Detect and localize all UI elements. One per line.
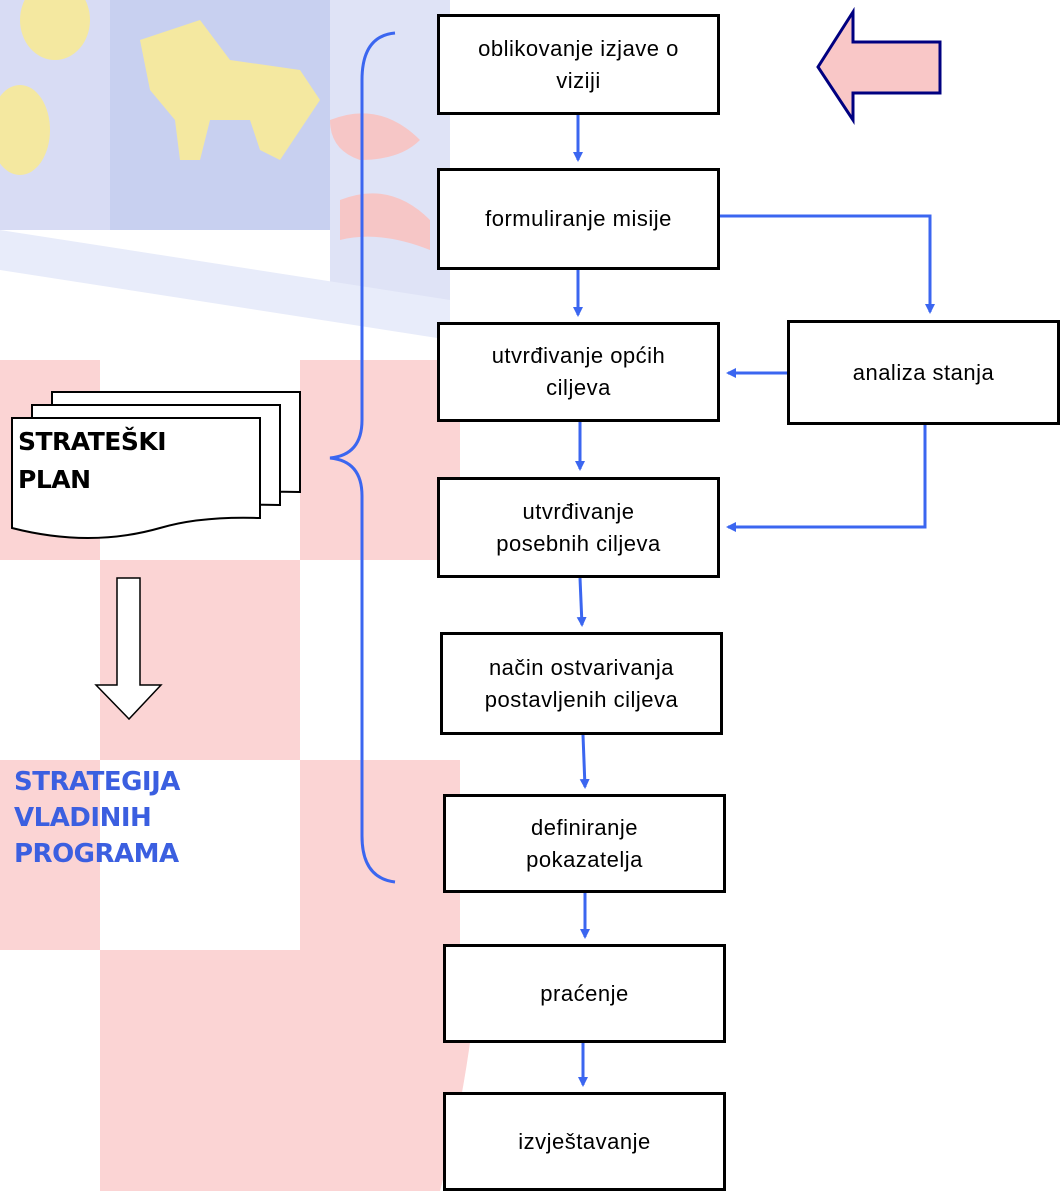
mask-shape-icon <box>20 0 90 60</box>
checker-red <box>300 360 460 560</box>
box-analiza-stanja: analiza stanja <box>787 320 1060 425</box>
strateski-plan-label: STRATEŠKI PLAN <box>18 427 167 494</box>
checker-red <box>300 760 460 950</box>
connector-posebni-nacin <box>576 577 587 627</box>
wave-shape-icon <box>330 113 420 160</box>
connector-nacin-pokazatelji <box>579 734 590 789</box>
box-nacin-ostvarivanja: način ostvarivanja postavljenih ciljeva <box>440 632 723 735</box>
goat-shape-icon <box>140 20 320 160</box>
strategija-label: STRATEGIJA VLADINIH PROGRAMA <box>14 767 180 869</box>
checker-red <box>0 760 100 950</box>
box-posebni-ciljevi: utvrđivanje posebnih ciljeva <box>437 477 720 578</box>
down-arrow-icon <box>94 577 163 721</box>
strateski-plan-document-icon <box>11 391 301 539</box>
box-vizija: oblikovanje izjave o viziji <box>437 14 720 115</box>
mask-shape-icon-2 <box>0 85 50 175</box>
connector-analiza-posebni <box>726 425 927 532</box>
checker-red <box>100 950 300 1191</box>
box-opci-ciljevi: utvrđivanje općih ciljeva <box>437 322 720 422</box>
box-pracenje: praćenje <box>443 944 726 1043</box>
connector-misija-analiza <box>719 214 935 314</box>
left-arrow-icon <box>816 6 942 125</box>
curly-brace <box>329 31 396 884</box>
crown-bottom-edge <box>0 230 450 340</box>
box-izvjestavanje: izvještavanje <box>443 1092 726 1191</box>
checker-red-edge <box>300 950 480 1191</box>
box-misija: formuliranje misije <box>437 168 720 270</box>
box-pokazatelji: definiranje pokazatelja <box>443 794 726 893</box>
